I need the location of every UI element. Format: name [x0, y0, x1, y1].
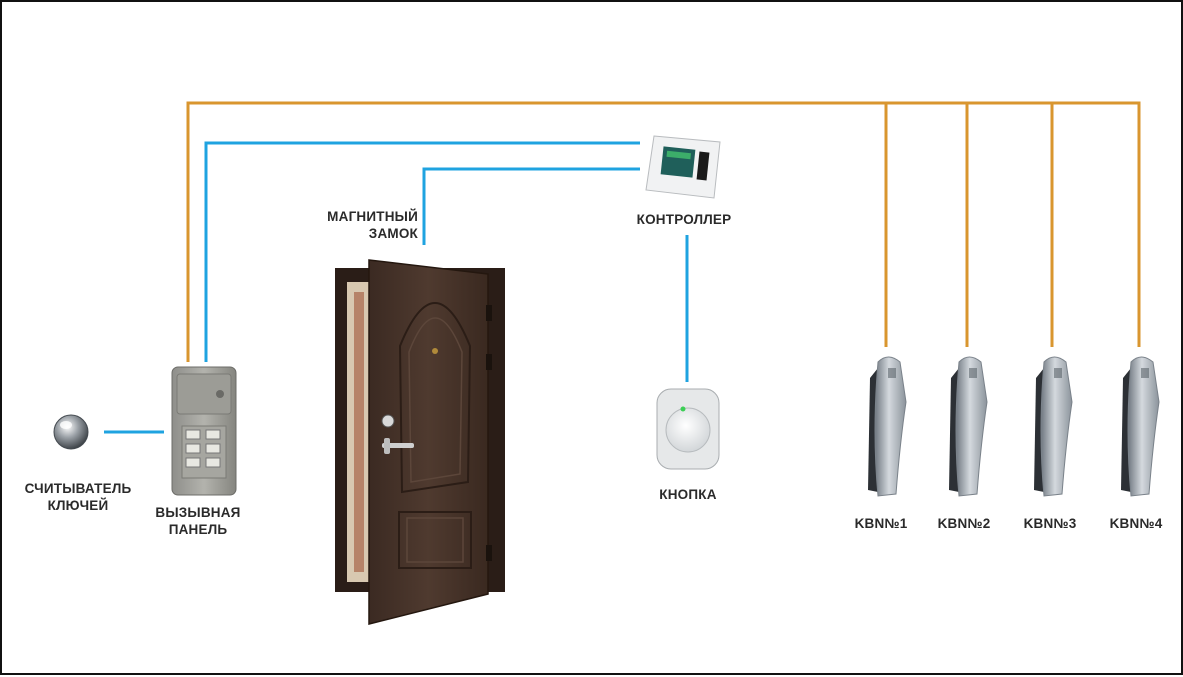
handset-icon: [1034, 356, 1073, 497]
handset-icon: [949, 356, 988, 497]
key-reader-label: СЧИТЫВАТЕЛЬ КЛЮЧЕЙ: [14, 480, 142, 514]
call-panel-label: ВЫЗЫВНАЯ ПАНЕЛЬ: [142, 504, 254, 538]
exit-button-label: КНОПКА: [659, 487, 717, 502]
bus-wire-trunk: [186, 101, 1141, 362]
key-reader-label-line-2: КЛЮЧЕЙ: [47, 498, 109, 513]
call-panel-label-line-1: ВЫЗЫВНАЯ: [155, 505, 241, 520]
handsets-layer: [868, 356, 1160, 497]
magnetic-lock-label-line-2: ЗАМОК: [368, 226, 418, 241]
call-panel-icon: [171, 366, 237, 496]
door-icon: [335, 259, 505, 625]
magnetic-lock-label: МАГНИТНЫЙ ЗАМОК: [302, 208, 418, 242]
magnetic-lock-label-line-1: МАГНИТНЫЙ: [327, 209, 418, 224]
handset-icon: [1121, 356, 1160, 497]
handset-label-2: KBN№2: [937, 516, 991, 531]
handset-icon: [868, 356, 907, 497]
lock-to-controller-wire: [422, 167, 640, 245]
controller-label: КОНТРОЛЛЕР: [636, 212, 732, 227]
panel-to-controller-wire: [204, 141, 640, 362]
key-reader-icon: [53, 414, 89, 450]
key-reader-label-line-1: СЧИТЫВАТЕЛЬ: [24, 481, 132, 496]
handset-label-4: KBN№4: [1109, 516, 1163, 531]
handset-label-3: KBN№3: [1023, 516, 1077, 531]
wires-layer: [104, 101, 1141, 434]
exit-button-icon: [656, 388, 720, 470]
call-panel-label-line-2: ПАНЕЛЬ: [168, 522, 228, 537]
handset-label-1: KBN№1: [854, 516, 908, 531]
controller-icon: [645, 135, 721, 199]
